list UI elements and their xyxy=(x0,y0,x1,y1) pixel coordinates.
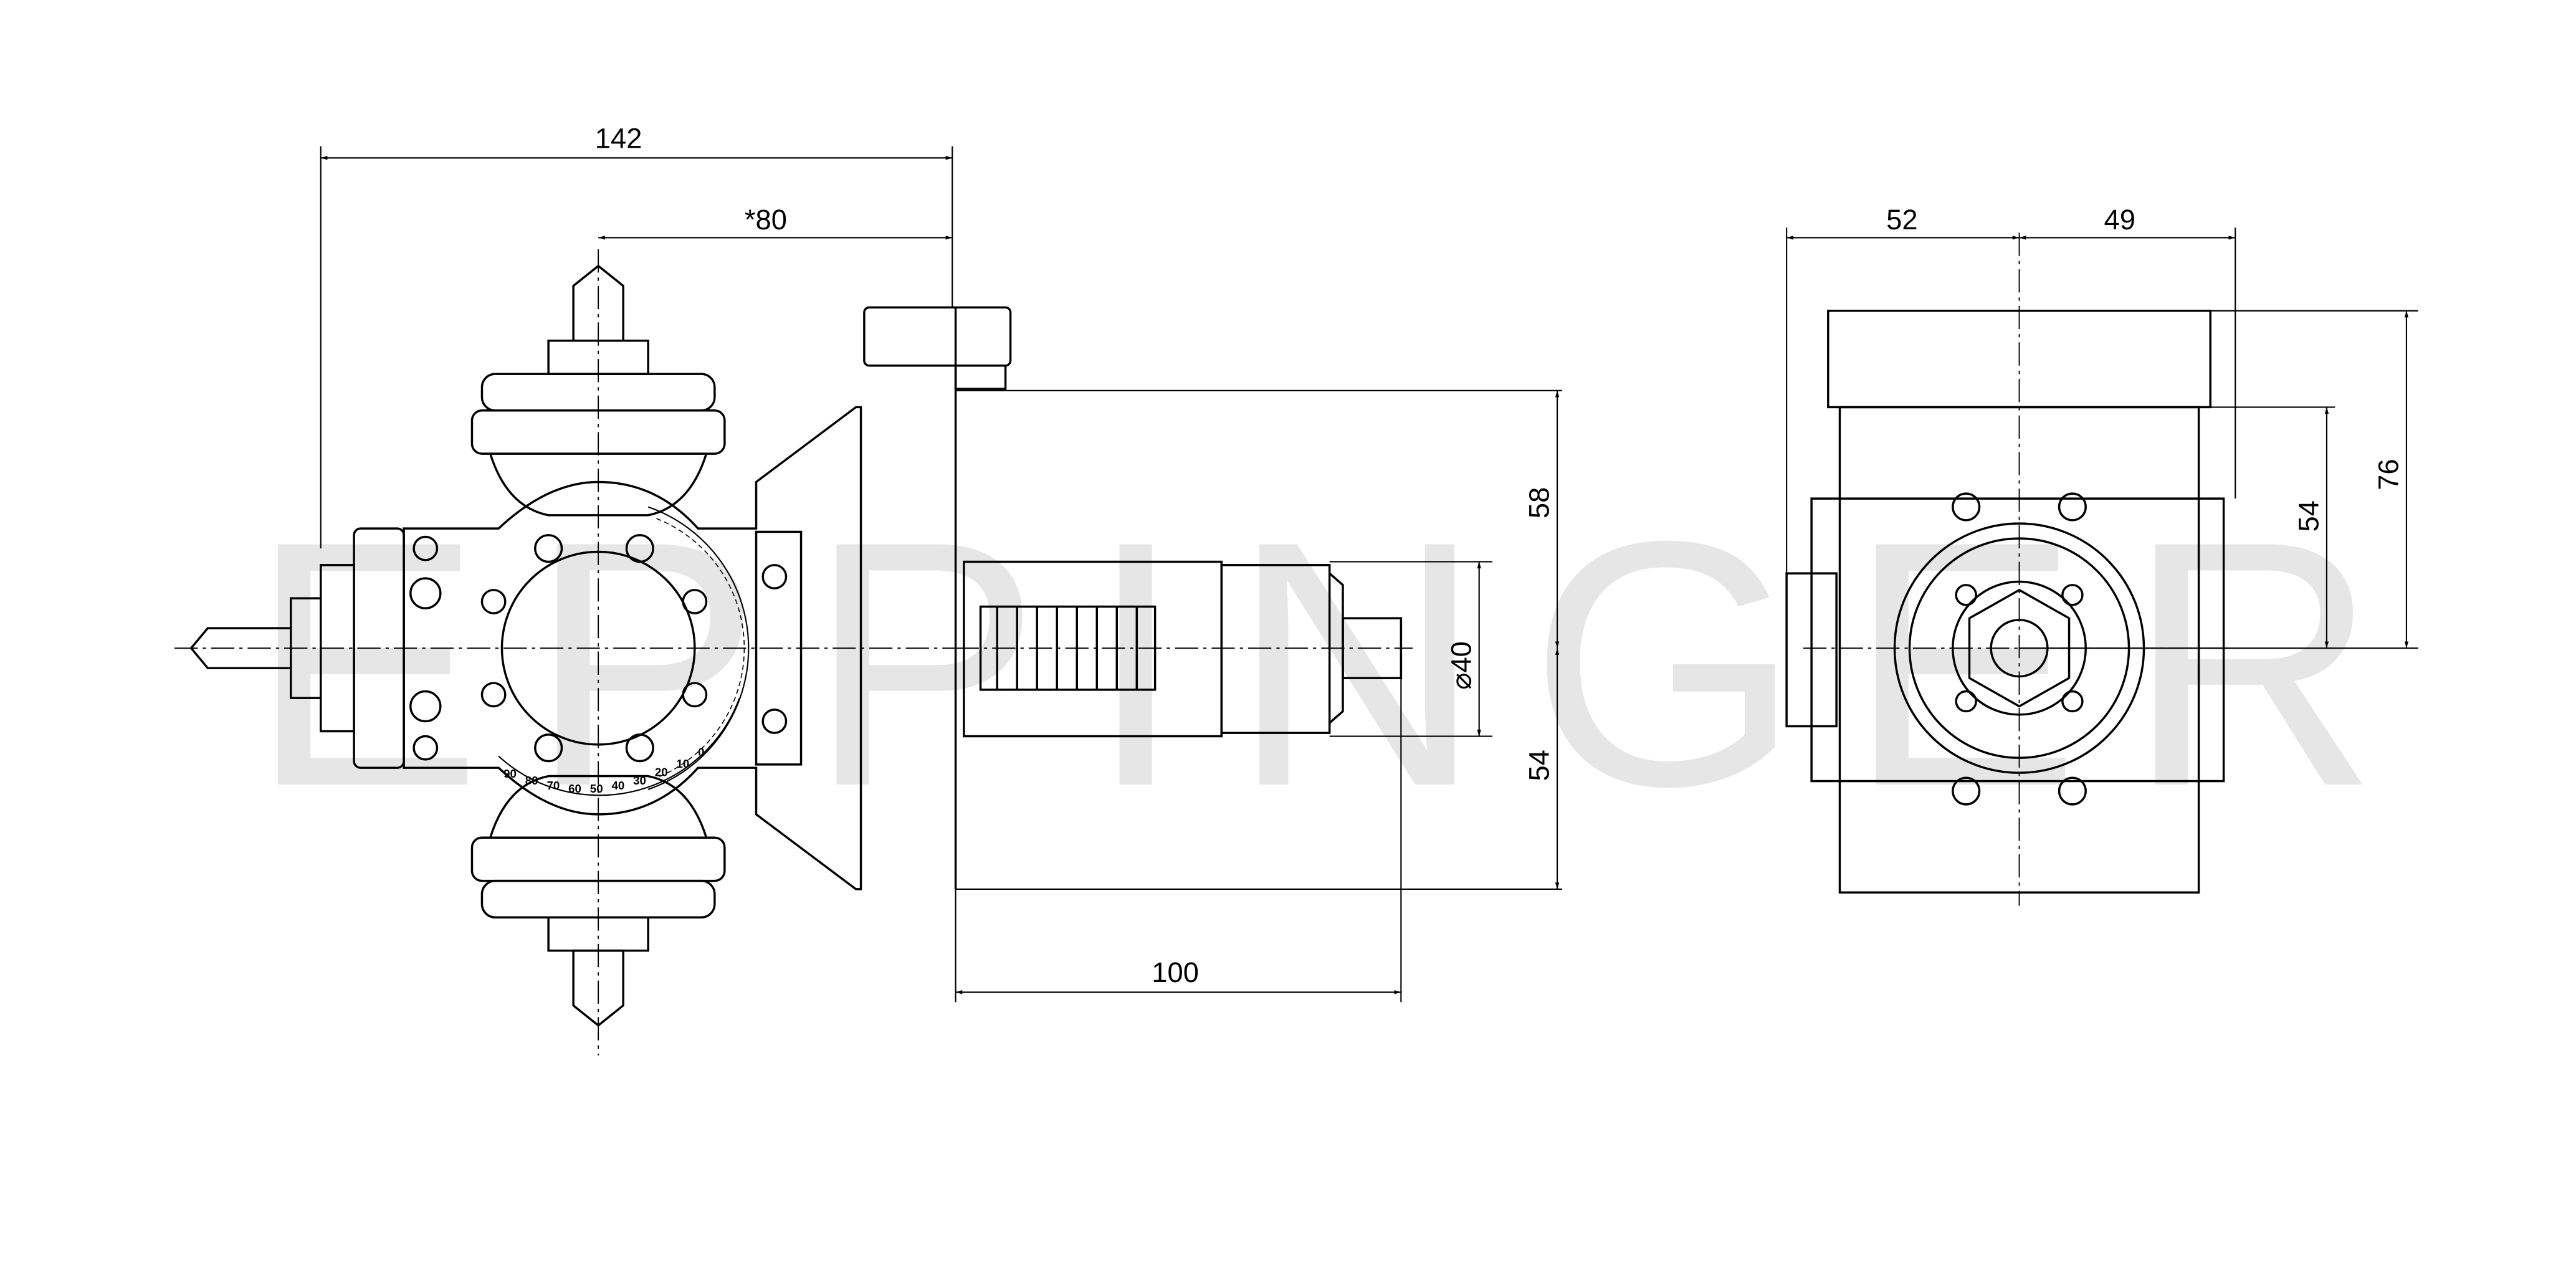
svg-text:90: 90 xyxy=(503,767,517,780)
svg-text:60: 60 xyxy=(568,782,581,795)
svg-text:0: 0 xyxy=(698,746,704,759)
dim-100: 100 xyxy=(1152,956,1199,988)
dimension-lines xyxy=(320,146,2409,1003)
svg-text:30: 30 xyxy=(633,774,646,787)
dim-54-right: 54 xyxy=(2293,500,2325,532)
end-view xyxy=(1785,232,2418,906)
dim-80: *80 xyxy=(745,204,787,236)
svg-text:50: 50 xyxy=(590,782,603,795)
svg-text:40: 40 xyxy=(611,779,624,792)
svg-text:10: 10 xyxy=(677,757,690,770)
dim-diameter-40: ⌀40 xyxy=(1445,641,1477,690)
dim-52: 52 xyxy=(1886,204,1917,236)
side-view-shank xyxy=(863,306,1563,890)
watermark: EPPINGER xyxy=(249,469,2425,859)
dim-58: 58 xyxy=(1524,487,1555,518)
front-view-angle-head: 90 80 70 60 50 40 30 20 10 0 xyxy=(174,249,956,1056)
dimension-labels: 142 *80 100 58 54 ⌀40 52 49 76 54 xyxy=(595,122,2405,988)
svg-text:20: 20 xyxy=(655,766,668,779)
svg-text:70: 70 xyxy=(546,779,560,792)
svg-text:80: 80 xyxy=(525,774,538,787)
bolt-holes xyxy=(409,534,788,763)
dim-54: 54 xyxy=(1524,750,1555,781)
dim-142: 142 xyxy=(595,122,642,154)
dim-49: 49 xyxy=(2104,204,2135,236)
angle-dial-scale: 90 80 70 60 50 40 30 20 10 0 xyxy=(503,746,704,796)
dim-76: 76 xyxy=(2373,459,2405,490)
